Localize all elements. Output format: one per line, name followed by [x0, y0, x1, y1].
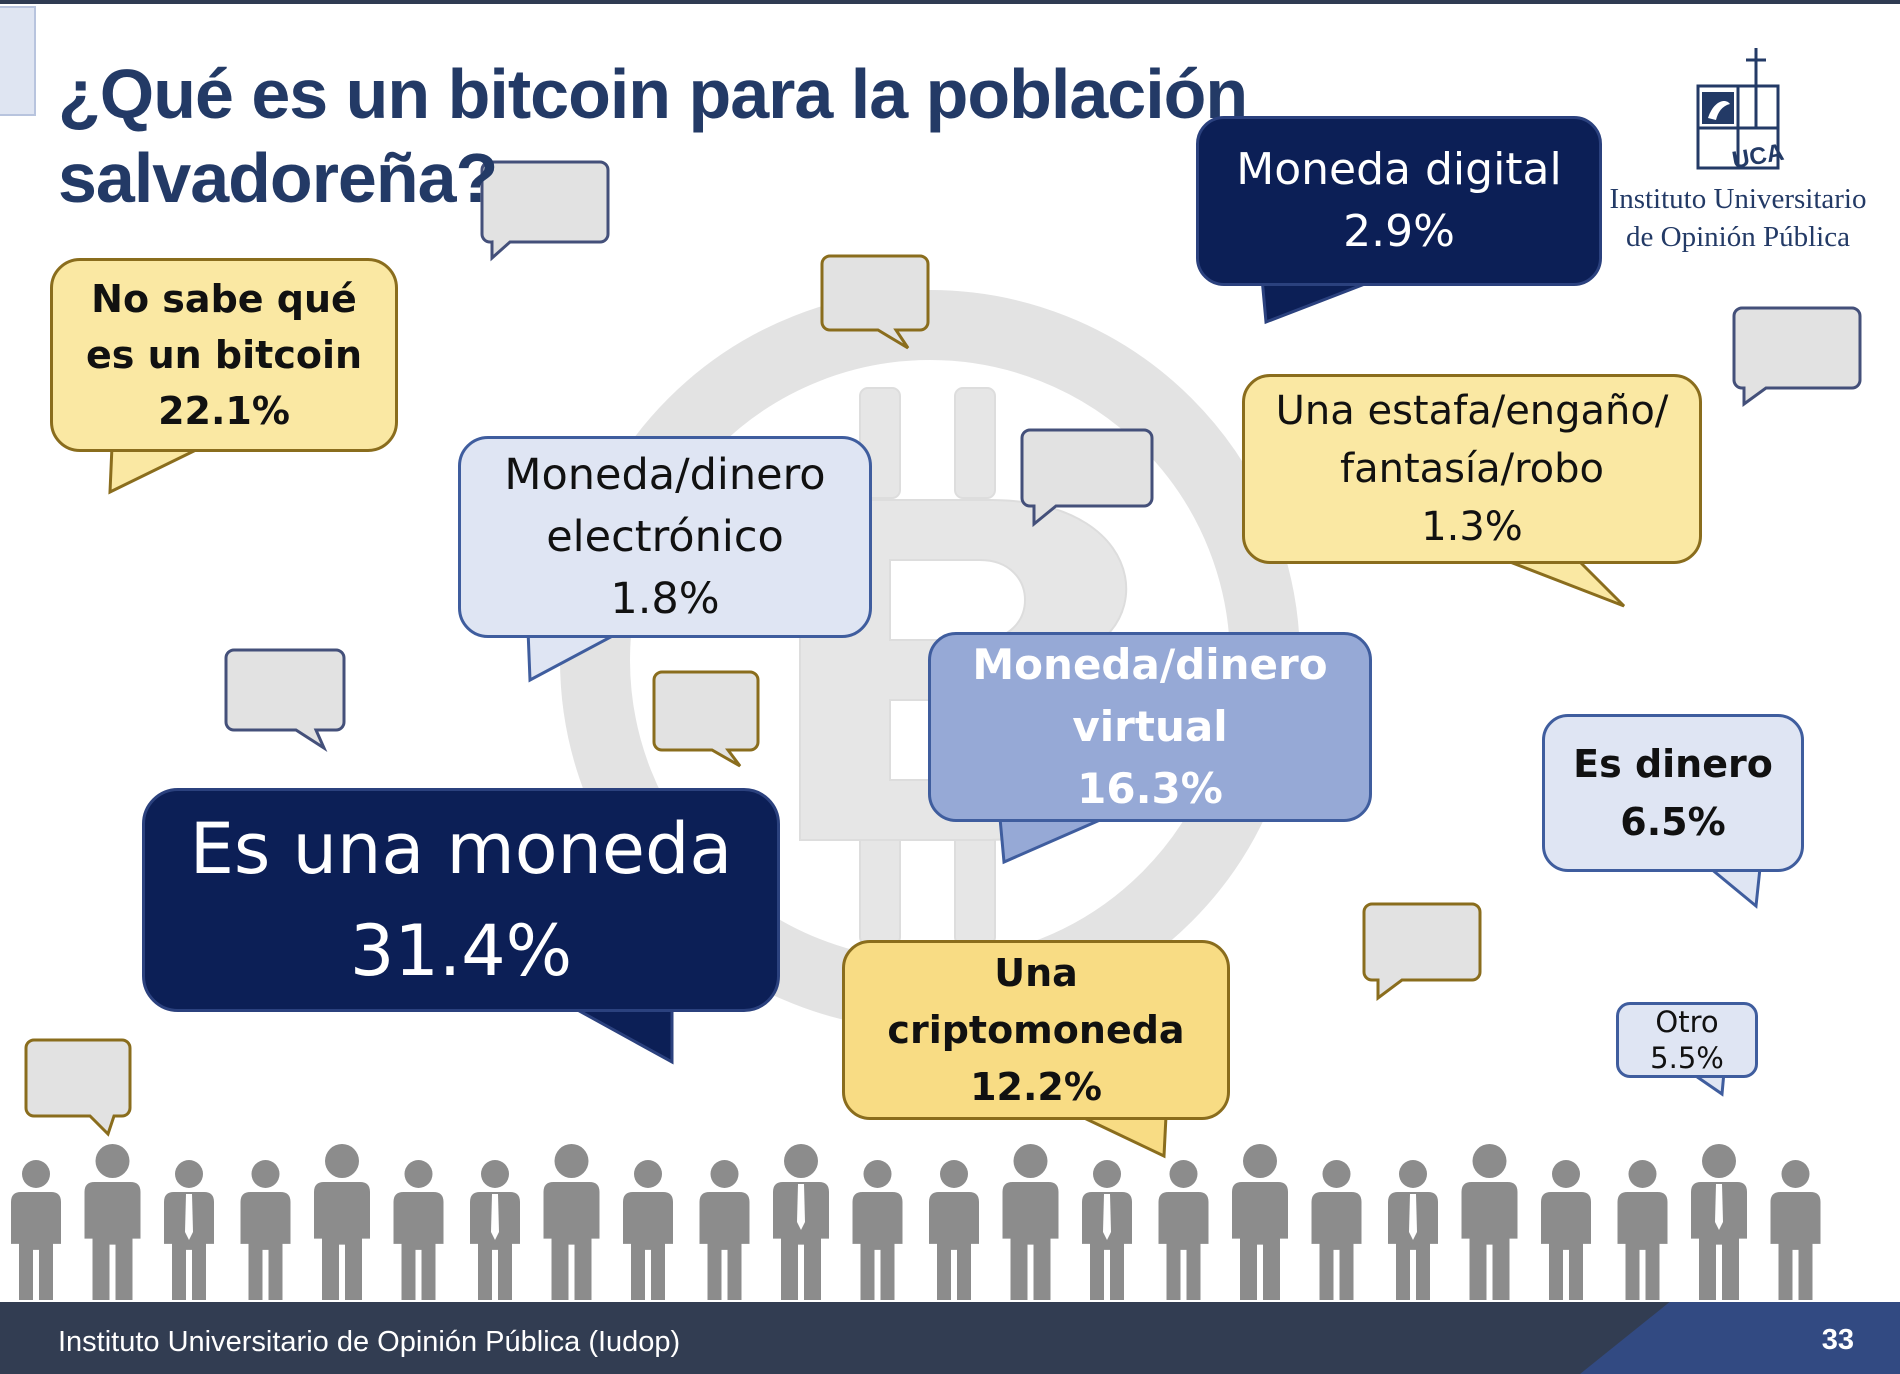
bubble-electronico: Moneda/dinero electrónico 1.8% — [458, 436, 872, 638]
bubble-electronico-line2: electrónico — [546, 512, 784, 562]
person-figure — [1158, 1160, 1209, 1300]
speech-bubble-tails — [108, 276, 1762, 1159]
person-figure — [164, 1160, 214, 1300]
person-figure — [1082, 1160, 1132, 1300]
bubble-es-dinero-value: 6.5% — [1620, 800, 1726, 844]
bubble-no-sabe: No sabe qué es un bitcoin 22.1% — [50, 258, 398, 452]
bubble-moneda-digital-value: 2.9% — [1343, 206, 1455, 257]
page-title-line1: ¿Qué es un bitcoin para la población — [58, 55, 1248, 133]
bubble-criptomoneda-line1: Una — [994, 950, 1078, 995]
logo-name-line2: de Opinión Pública — [1626, 221, 1850, 253]
footer-text: Instituto Universitario de Opinión Públi… — [58, 1326, 681, 1358]
bubble-electronico-value: 1.8% — [610, 574, 720, 624]
bubble-moneda-digital-line1: Moneda digital — [1236, 144, 1562, 195]
bubble-estafa-line2: fantasía/robo — [1340, 446, 1604, 492]
person-figure — [1002, 1144, 1059, 1300]
person-figure — [314, 1144, 370, 1300]
bubble-no-sabe-line1: No sabe qué — [91, 277, 357, 321]
bubble-otro-line1: Otro — [1655, 1005, 1719, 1039]
bubble-virtual-value: 16.3% — [1077, 764, 1223, 813]
person-figure — [393, 1160, 444, 1300]
person-figure — [773, 1144, 829, 1300]
person-figure — [1232, 1144, 1288, 1300]
bubble-estafa-line1: Una estafa/engaño/ — [1275, 388, 1669, 434]
person-figure — [1461, 1144, 1518, 1300]
bubble-virtual: Moneda/dinero virtual 16.3% — [928, 632, 1372, 822]
bubble-es-dinero-line1: Es dinero — [1573, 742, 1773, 786]
person-figure — [699, 1160, 750, 1300]
person-figure — [1691, 1144, 1747, 1300]
bubble-electronico-line1: Moneda/dinero — [504, 450, 826, 500]
bubble-es-una-moneda-line1: Es una moneda — [189, 808, 733, 890]
bubble-moneda-digital: Moneda digital 2.9% — [1196, 116, 1602, 286]
empty-speech-bubbles — [24, 160, 1862, 1137]
person-figure — [1617, 1160, 1668, 1300]
bubble-estafa-value: 1.3% — [1421, 504, 1523, 550]
bubble-es-una-moneda: Es una moneda 31.4% — [142, 788, 780, 1012]
footer-bar — [0, 1302, 1900, 1374]
person-figure — [543, 1144, 600, 1300]
page-title: ¿Qué es un bitcoin para la población sal… — [58, 52, 1258, 220]
page-title-line2: salvadoreña? — [58, 139, 498, 217]
person-figure — [1541, 1160, 1591, 1300]
people-crowd-row — [11, 1144, 1821, 1300]
title-tab-marker — [0, 6, 36, 116]
person-figure — [852, 1160, 903, 1300]
logo-name-line1: Instituto Universitario — [1609, 183, 1867, 215]
person-figure — [1388, 1160, 1438, 1300]
bubble-virtual-line2: virtual — [1072, 702, 1228, 751]
bubble-otro-value: 5.5% — [1650, 1041, 1724, 1075]
person-figure — [470, 1160, 520, 1300]
person-figure — [84, 1144, 141, 1300]
person-figure — [1770, 1160, 1821, 1300]
person-figure — [1311, 1160, 1362, 1300]
bubble-estafa: Una estafa/engaño/ fantasía/robo 1.3% — [1242, 374, 1702, 564]
person-figure — [929, 1160, 979, 1300]
bubble-criptomoneda-value: 12.2% — [970, 1064, 1102, 1109]
bubble-no-sabe-value: 22.1% — [158, 389, 290, 433]
bubble-criptomoneda-line2: criptomoneda — [887, 1007, 1185, 1052]
bubble-otro: Otro 5.5% — [1616, 1002, 1758, 1078]
top-rule — [0, 0, 1900, 4]
person-figure — [623, 1160, 673, 1300]
bubble-virtual-line1: Moneda/dinero — [972, 640, 1328, 689]
institute-logo-text: Instituto Universitario de Opinión Públi… — [1608, 180, 1868, 256]
person-figure — [11, 1160, 61, 1300]
bubble-no-sabe-line2: es un bitcoin — [85, 333, 363, 377]
bubble-es-una-moneda-value: 31.4% — [349, 910, 573, 992]
bubble-criptomoneda: Una criptomoneda 12.2% — [842, 940, 1230, 1120]
page-number: 33 — [1821, 1324, 1854, 1356]
person-figure — [240, 1160, 291, 1300]
bubble-es-dinero: Es dinero 6.5% — [1542, 714, 1804, 872]
uca-logo-mark: UCA — [1696, 48, 1786, 174]
